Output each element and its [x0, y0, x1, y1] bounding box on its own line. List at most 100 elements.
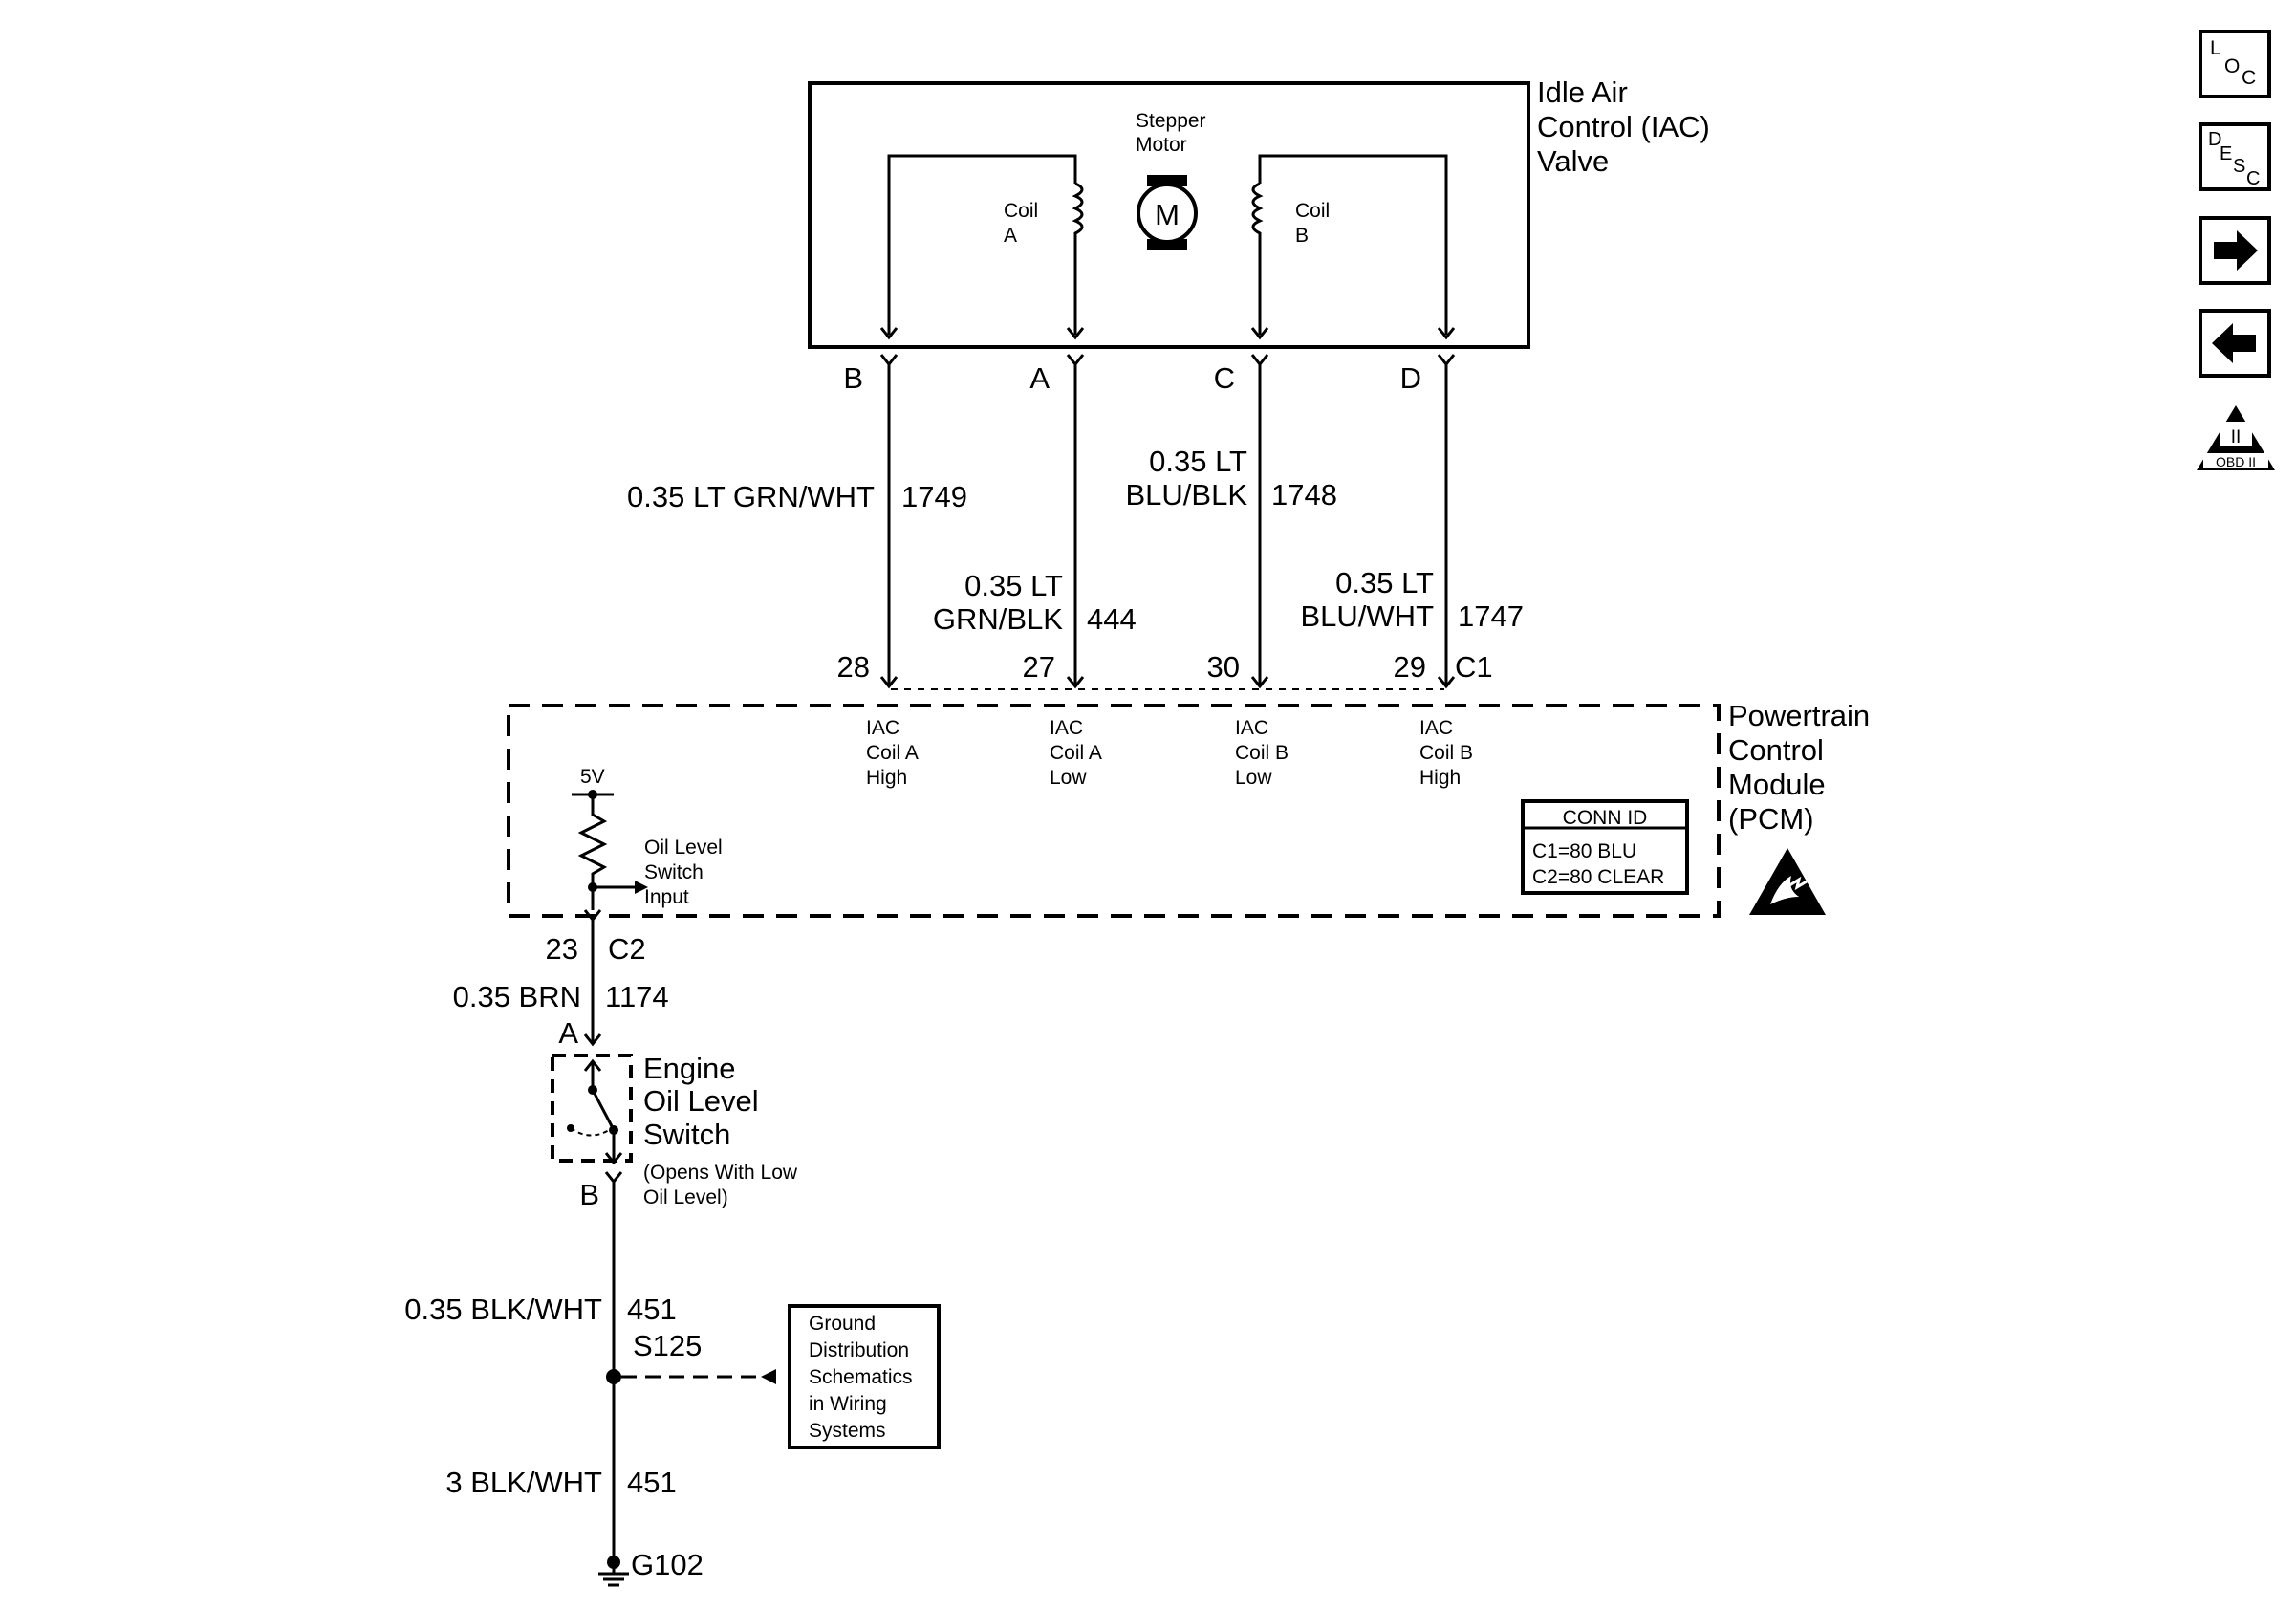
pcm-pin-28: 28 [837, 650, 870, 684]
switch-pin-a: A [558, 1016, 578, 1050]
reference-arrow-icon [761, 1369, 776, 1384]
iac-pin-b: B [843, 361, 863, 395]
coil-b-label-2: B [1295, 225, 1309, 247]
splice-s125 [606, 1369, 621, 1384]
ref-line-3: Schematics [809, 1366, 913, 1388]
loc-letter-o: O [2224, 55, 2240, 77]
wire-1748-color-2: BLU/BLK [1125, 478, 1247, 511]
pcm-title-line-4: (PCM) [1728, 802, 1814, 836]
coil-a-label-1: Coil [1004, 200, 1038, 222]
pcm-input-1-line-2: Coil A [866, 742, 919, 764]
ref-line-1: Ground [809, 1313, 876, 1335]
wire-451-lower-circuit: 451 [627, 1466, 677, 1499]
pcm-pin-30: 30 [1207, 650, 1240, 684]
motor-icon: M [1137, 175, 1198, 250]
conn-id-box: CONN ID C1=80 BLU C2=80 CLEAR [1521, 799, 1689, 895]
nav-buttons: L O C D E S C II OBD II [2197, 30, 2275, 470]
oil-input-label-2: Switch [644, 861, 704, 883]
oil-input-label-1: Oil Level [644, 837, 723, 859]
desc-letter-s: S [2233, 156, 2245, 177]
ground-distribution-ref[interactable]: Ground Distribution Schematics in Wiring… [788, 1304, 941, 1449]
obd-bottom-label: OBD II [2216, 454, 2256, 469]
ground-icon [598, 1562, 629, 1587]
switch-contact-icon [591, 1089, 614, 1127]
iac-valve-box [808, 81, 1530, 349]
wire-1749-circuit: 1749 [901, 480, 967, 513]
coil-b-label-1: Coil [1295, 200, 1330, 222]
conn-id-c1: C1=80 BLU [1532, 840, 1636, 862]
loc-button[interactable]: L O C [2199, 30, 2271, 98]
switch-note-1: (Opens With Low [643, 1162, 798, 1184]
iac-title-line-1: Idle Air [1537, 76, 1628, 109]
iac-valve: Idle Air Control (IAC) Valve Stepper Mot… [808, 76, 1710, 349]
wire-1748-circuit: 1748 [1271, 478, 1337, 511]
wire-1747-circuit: 1747 [1458, 599, 1524, 633]
ground-circuit: 0.35 BLK/WHT 451 S125 Ground Distributio… [404, 1182, 941, 1587]
wire-451-upper-color: 0.35 BLK/WHT [404, 1293, 602, 1326]
desc-button[interactable]: D E S C [2199, 122, 2271, 191]
obd-ii-button[interactable]: II OBD II [2197, 405, 2275, 470]
pcm-pin-27: 27 [1023, 650, 1055, 684]
pcm-input-1-line-3: High [866, 767, 907, 789]
pcm-input-4-line-3: High [1419, 767, 1461, 789]
pcm-input-4-line-2: Coil B [1419, 742, 1473, 764]
input-arrow-icon [635, 881, 648, 894]
wire-444-color-1: 0.35 LT [964, 569, 1063, 602]
wire-444-circuit: 444 [1087, 602, 1137, 636]
desc-letter-e: E [2220, 143, 2232, 164]
iac-title-line-3: Valve [1537, 144, 1609, 178]
c2-connector-label: C2 [608, 932, 646, 966]
wire-1747-color-1: 0.35 LT [1335, 566, 1434, 599]
iac-pin-d: D [1400, 361, 1421, 395]
coil-a-loop [887, 154, 1077, 335]
switch-title-3: Switch [643, 1118, 730, 1151]
wire-451-lower-color: 3 BLK/WHT [445, 1466, 602, 1499]
right-arrow-icon [2214, 230, 2258, 271]
iac-pin-a: A [1029, 361, 1050, 395]
oil-level-circuit: 23 C2 0.35 BRN 1174 A Engine Oil Level S… [453, 909, 798, 1211]
pcm-input-4-line-1: IAC [1419, 717, 1453, 739]
pcm-input-1-line-1: IAC [866, 717, 899, 739]
pcm-input-3-line-2: Coil B [1235, 742, 1289, 764]
conn-id-title: CONN ID [1563, 807, 1648, 829]
conn-id-c2: C2=80 CLEAR [1532, 866, 1664, 888]
switch-title-2: Oil Level [643, 1084, 759, 1118]
oil-pin-23: 23 [546, 932, 578, 966]
loc-letter-l: L [2210, 37, 2221, 59]
pcm-title-line-1: Powertrain [1728, 699, 1870, 732]
oil-input-label-3: Input [644, 886, 689, 908]
stepper-motor-label-1: Stepper [1136, 110, 1206, 132]
esd-warning-icon [1749, 848, 1826, 915]
pcm-title-line-2: Control [1728, 733, 1824, 767]
pcm-input-3-line-3: Low [1235, 767, 1272, 789]
pcm-input-2-line-1: IAC [1050, 717, 1083, 739]
resistor-icon [577, 794, 608, 910]
wire-444-color-2: GRN/BLK [933, 602, 1063, 636]
coil-a-label-2: A [1004, 225, 1017, 247]
oil-switch-box [551, 1054, 633, 1163]
pcm-input-2-line-2: Coil A [1050, 742, 1102, 764]
ref-line-2: Distribution [809, 1339, 909, 1361]
iac-title-line-2: Control (IAC) [1537, 110, 1710, 143]
coil-a-winding-icon [1072, 182, 1084, 335]
prev-button[interactable] [2199, 309, 2271, 378]
wire-1174-color: 0.35 BRN [453, 980, 581, 1013]
pcm-box [507, 704, 1721, 918]
left-arrow-icon [2212, 323, 2256, 363]
switch-pin-b: B [579, 1178, 599, 1211]
c1-connector-label: C1 [1455, 650, 1493, 684]
desc-letter-c: C [2246, 168, 2260, 189]
pcm-title-line-3: Module [1728, 768, 1826, 801]
loc-letter-c: C [2242, 67, 2256, 89]
wire-1174-circuit: 1174 [605, 980, 669, 1013]
next-button[interactable] [2199, 216, 2271, 285]
wire-1748-color-1: 0.35 LT [1149, 445, 1247, 478]
splice-label: S125 [633, 1329, 702, 1362]
coil-b-loop [1258, 154, 1448, 335]
wire-1747-color-2: BLU/WHT [1301, 599, 1435, 633]
iac-wires [879, 354, 1456, 690]
iac-pin-c: C [1214, 361, 1235, 395]
motor-symbol: M [1155, 198, 1180, 231]
ref-line-4: in Wiring [809, 1393, 887, 1415]
wire-1749-color: 0.35 LT GRN/WHT [627, 480, 875, 513]
